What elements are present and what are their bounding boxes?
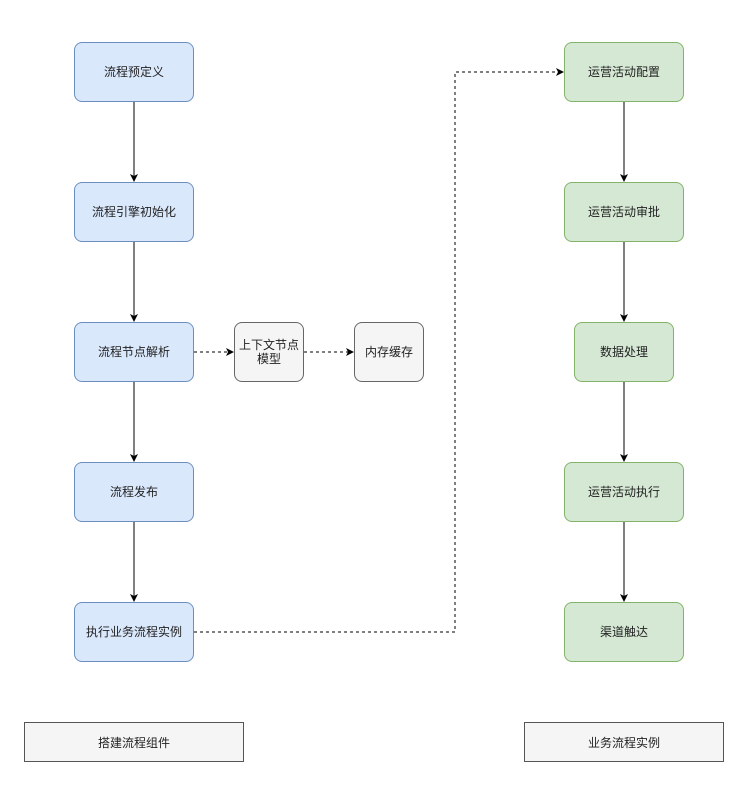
legend-business-instance: 业务流程实例 [524,722,724,762]
node-data-process[interactable]: 数据处理 [574,322,674,382]
node-engine-init[interactable]: 流程引擎初始化 [74,182,194,242]
legend-label: 业务流程实例 [587,735,660,750]
node-memory-cache[interactable]: 内存缓存 [354,322,424,382]
edge-instance-to-config [194,68,564,633]
legend-build-components: 搭建流程组件 [24,722,244,762]
node-flow-predefine[interactable]: 流程预定义 [74,42,194,102]
legend-label: 搭建流程组件 [97,735,170,750]
node-label: 运营活动审批 [587,205,660,219]
node-label: 流程节点解析 [97,345,170,359]
node-label: 数据处理 [599,345,648,359]
node-context-model[interactable]: 上下文节点模型 [234,322,304,382]
node-parse[interactable]: 流程节点解析 [74,322,194,382]
node-ops-approve[interactable]: 运营活动审批 [564,182,684,242]
node-channel-reach[interactable]: 渠道触达 [564,602,684,662]
node-run-instance[interactable]: 执行业务流程实例 [74,602,194,662]
node-label: 内存缓存 [364,345,413,359]
node-publish[interactable]: 流程发布 [74,462,194,522]
node-ops-config[interactable]: 运营活动配置 [564,42,684,102]
node-label: 渠道触达 [599,625,648,639]
node-label: 运营活动执行 [587,485,660,499]
node-label: 流程引擎初始化 [91,205,176,219]
node-label: 流程预定义 [103,65,164,79]
node-label: 运营活动配置 [587,65,660,79]
node-label: 流程发布 [109,485,158,499]
node-label: 上下文节点模型 [239,338,300,366]
node-label: 执行业务流程实例 [85,625,182,639]
node-ops-execute[interactable]: 运营活动执行 [564,462,684,522]
